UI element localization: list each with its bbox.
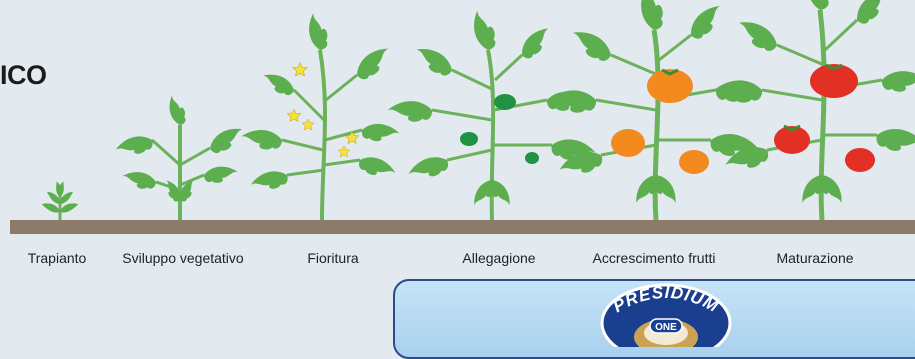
fruit-green — [494, 94, 516, 110]
fruit-orange — [611, 129, 645, 157]
fruit-orange — [679, 150, 709, 174]
plant-allegagione — [387, 8, 597, 220]
plant-trapianto — [40, 181, 79, 220]
stage-label-accrescimento: Accrescimento frutti — [593, 250, 716, 266]
plant-fioritura — [241, 12, 400, 220]
stage-label-allegagione: Allegagione — [462, 250, 535, 266]
presidium-one-logo: PRESIDIUM ONE — [596, 281, 736, 347]
plant-accrescimento-frutti — [548, 0, 761, 220]
stage-label-maturazione: Maturazione — [776, 250, 853, 266]
plant-maturazione — [714, 0, 915, 220]
fruit-green — [525, 152, 539, 164]
stage-label-trapianto: Trapianto — [28, 250, 87, 266]
stage-label-fioritura: Fioritura — [307, 250, 358, 266]
ground-strip — [10, 220, 915, 234]
plant-sviluppo-vegetativo — [114, 94, 248, 220]
fruit-green — [460, 132, 478, 146]
stage-label-sviluppo: Sviluppo vegetativo — [122, 250, 243, 266]
logo-badge-text: ONE — [655, 322, 677, 333]
fruit-red — [845, 148, 875, 172]
